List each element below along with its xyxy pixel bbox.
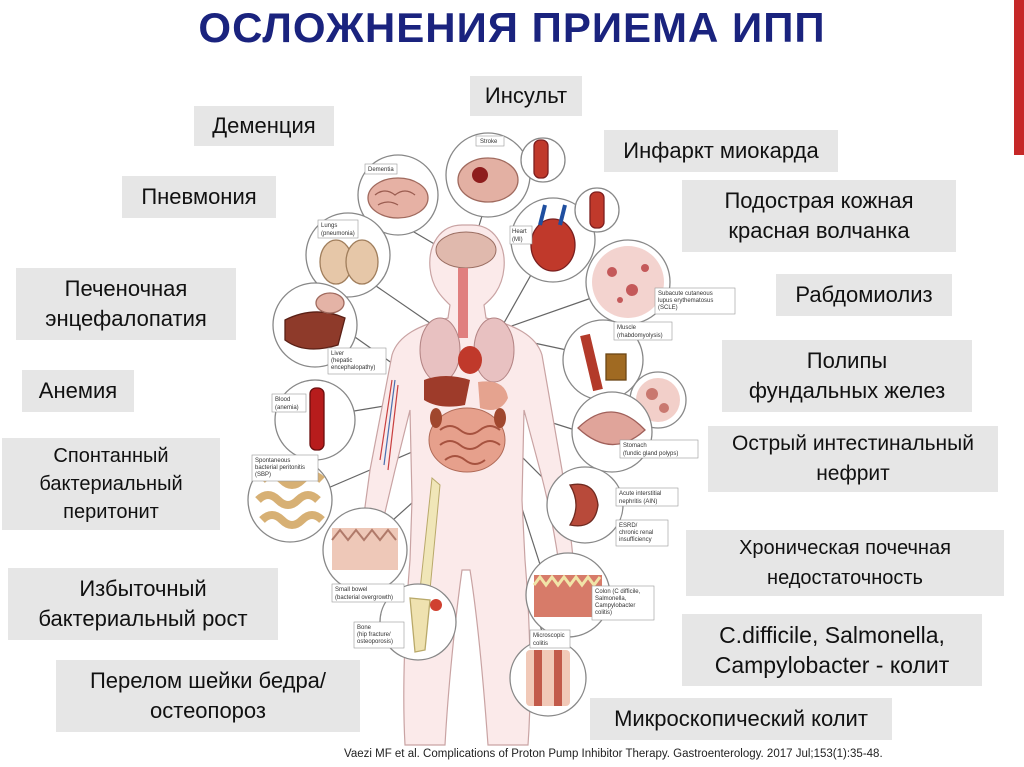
svg-text:Salmonella,: Salmonella, xyxy=(595,596,627,602)
svg-text:Heart: Heart xyxy=(512,229,527,235)
svg-text:Bone: Bone xyxy=(357,625,372,631)
svg-text:(SCLE): (SCLE) xyxy=(658,305,678,311)
organ-tags: Dementia Stroke Heart (MI) Lungs (pneumo… xyxy=(251,135,736,649)
svg-text:Blood: Blood xyxy=(275,397,290,403)
svg-text:(bacterial overgrowth): (bacterial overgrowth) xyxy=(335,595,393,601)
label-infectious-colitis: C.difficile, Salmonella,Campylobacter - … xyxy=(682,614,982,686)
svg-text:Microscopic: Microscopic xyxy=(533,633,565,639)
svg-text:Liver: Liver xyxy=(331,351,344,357)
label-rhabdomyolysis: Рабдомиолиз xyxy=(776,274,952,316)
svg-text:(hip fracture/: (hip fracture/ xyxy=(357,632,391,638)
label-microscopic-colitis: Микроскопический колит xyxy=(590,698,892,740)
svg-text:(pneumonia): (pneumonia) xyxy=(321,231,355,237)
svg-text:Stroke: Stroke xyxy=(480,139,498,145)
organ-callouts xyxy=(247,132,687,717)
svg-text:colitis): colitis) xyxy=(595,610,612,616)
svg-text:(fundic gland polyps): (fundic gland polyps) xyxy=(623,451,678,457)
svg-text:osteoporosis): osteoporosis) xyxy=(357,639,393,645)
svg-text:Dementia: Dementia xyxy=(368,167,394,173)
svg-text:Muscle: Muscle xyxy=(617,325,637,331)
svg-text:Colon (C difficile,: Colon (C difficile, xyxy=(595,589,641,595)
svg-text:lupus erythematosus: lupus erythematosus xyxy=(658,298,713,304)
svg-text:colitis: colitis xyxy=(533,641,548,647)
svg-text:Lungs: Lungs xyxy=(321,223,337,229)
svg-text:Small bowel: Small bowel xyxy=(335,587,367,593)
label-dementia: Деменция xyxy=(194,106,334,146)
svg-text:insufficiency: insufficiency xyxy=(619,537,652,543)
accent-bar xyxy=(1014,0,1024,155)
svg-text:Acute interstitial: Acute interstitial xyxy=(619,491,661,497)
svg-text:bacterial peritonitis: bacterial peritonitis xyxy=(255,465,305,471)
label-stroke: Инсульт xyxy=(470,76,582,116)
svg-text:(rhabdomyolysis): (rhabdomyolysis) xyxy=(617,333,663,339)
svg-text:(SBP): (SBP) xyxy=(255,472,271,478)
label-pneumonia: Пневмония xyxy=(122,176,276,218)
svg-text:(anemia): (anemia) xyxy=(275,405,299,411)
label-anemia: Анемия xyxy=(22,370,134,412)
svg-text:chronic renal: chronic renal xyxy=(619,530,653,536)
svg-text:(hepatic: (hepatic xyxy=(331,358,352,364)
label-hip-fracture: Перелом шейки бедра/остеопороз xyxy=(56,660,360,732)
svg-text:Campylobacter: Campylobacter xyxy=(595,603,635,609)
svg-text:(MI): (MI) xyxy=(512,237,523,243)
page-title: ОСЛОЖНЕНИЯ ПРИЕМА ИПП xyxy=(198,4,826,51)
label-myocardial-infarction: Инфаркт миокарда xyxy=(604,130,838,172)
svg-text:Stomach: Stomach xyxy=(623,443,647,449)
citation: Vaezi MF et al. Complications of Proton … xyxy=(344,748,883,760)
svg-text:nephritis (AIN): nephritis (AIN) xyxy=(619,499,657,505)
svg-text:ESRD/: ESRD/ xyxy=(619,523,638,529)
svg-text:encephalopathy): encephalopathy) xyxy=(331,365,375,371)
svg-text:Subacute cutaneous: Subacute cutaneous xyxy=(658,291,713,297)
svg-text:Spontaneous: Spontaneous xyxy=(255,458,290,464)
